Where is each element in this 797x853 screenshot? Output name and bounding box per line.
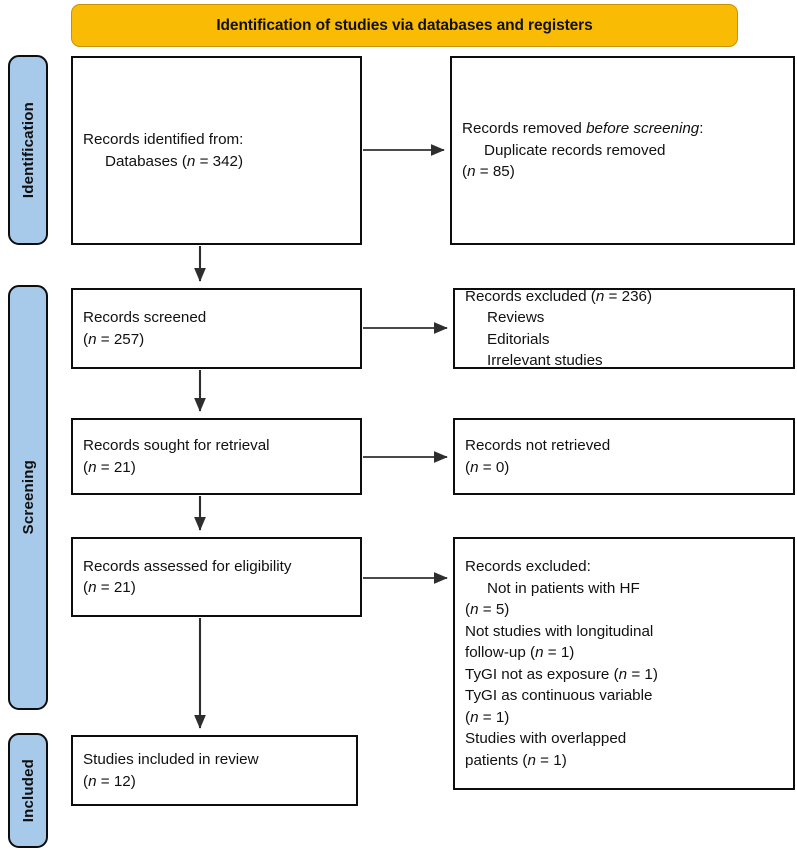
excluded-screening-reason-2: Irrelevant studies [487, 352, 603, 369]
excluded-eligibility-reason-1: Not studies with longitudinal [465, 622, 654, 640]
excluded-screening-reason-0: Reviews [487, 309, 545, 326]
excluded-eligibility-count-0: (n = 5) [465, 601, 510, 618]
excluded-eligibility-cont-4: patients (n = 1) [465, 751, 567, 769]
records-removed-suffix: : [699, 120, 704, 138]
stage-bar-screening: Screening [8, 285, 48, 710]
records-screened-line1: Records screened [83, 309, 207, 326]
box-records-excluded-eligibility: Records excluded: Not in patients with HF… [453, 537, 795, 790]
stage-label-identification: Identification [19, 101, 37, 199]
box-records-assessed: Records assessed for eligibility (n = 21) [71, 537, 362, 617]
not-retrieved-line1: Records not retrieved [465, 437, 611, 454]
excluded-eligibility-heading: Records excluded: [465, 558, 591, 575]
box-records-identified: Records identified from: Databases (n = 3… [71, 56, 362, 245]
excluded-eligibility-reason-3: TyGI as continuous variable [465, 687, 653, 704]
box-records-sought-text: Records sought for retrieval (n = 21) [73, 435, 360, 478]
excluded-eligibility-count-3: (n = 1) [465, 708, 510, 726]
excluded-screening-reason-1: Editorials [487, 330, 550, 348]
box-records-excluded-eligibility-text: Records excluded: Not in patients with HF… [455, 556, 793, 771]
box-records-removed: Records removed before screening: Duplica… [450, 56, 795, 245]
box-records-not-retrieved: Records not retrieved (n = 0) [453, 418, 795, 495]
box-records-assessed-text: Records assessed for eligibility (n = 21) [73, 556, 360, 599]
excluded-screening-line1: Records excluded (n = 236) [465, 287, 653, 305]
records-identified-line1: Records identified from: [83, 131, 244, 148]
records-identified-line2: Databases (n = 342) [105, 152, 244, 170]
records-removed-line2: Duplicate records removed [484, 141, 666, 159]
records-removed-italic: before screening [586, 120, 700, 138]
records-assessed-line2: (n = 21) [83, 579, 136, 596]
records-screened-line2: (n = 257) [83, 330, 145, 348]
box-records-identified-text: Records identified from: Databases (n = 3… [73, 129, 360, 172]
records-removed-prefix: Records removed [462, 120, 587, 138]
stage-bar-identification: Identification [8, 55, 48, 245]
box-records-sought: Records sought for retrieval (n = 21) [71, 418, 362, 495]
stage-bar-included: Included [8, 733, 48, 848]
records-sought-line1: Records sought for retrieval [83, 437, 270, 454]
records-sought-line2: (n = 21) [83, 458, 136, 476]
stage-label-included: Included [19, 758, 37, 823]
stage-label-screening: Screening [19, 460, 37, 535]
box-records-removed-text: Records removed before screening: Duplica… [452, 118, 793, 183]
not-retrieved-line2: (n = 0) [465, 458, 510, 476]
box-records-screened: Records screened (n = 257) [71, 288, 362, 369]
box-records-not-retrieved-text: Records not retrieved (n = 0) [455, 435, 793, 478]
studies-included-line1: Studies included in review [83, 751, 259, 768]
records-assessed-line1: Records assessed for eligibility [83, 557, 292, 575]
diagram-title-banner: Identification of studies via databases … [71, 4, 738, 47]
diagram-title-text: Identification of studies via databases … [216, 16, 593, 34]
excluded-eligibility-reason-2: TyGI not as exposure (n = 1) [465, 665, 658, 683]
records-removed-line3: (n = 85) [462, 163, 515, 181]
excluded-eligibility-reason-0: Not in patients with HF [487, 579, 640, 597]
box-records-screened-text: Records screened (n = 257) [73, 307, 360, 350]
studies-included-line2: (n = 12) [83, 772, 136, 790]
box-studies-included-text: Studies included in review (n = 12) [73, 749, 356, 792]
box-studies-included: Studies included in review (n = 12) [71, 735, 358, 806]
excluded-eligibility-cont-1: follow-up (n = 1) [465, 644, 575, 661]
excluded-eligibility-reason-4: Studies with overlapped [465, 730, 627, 747]
